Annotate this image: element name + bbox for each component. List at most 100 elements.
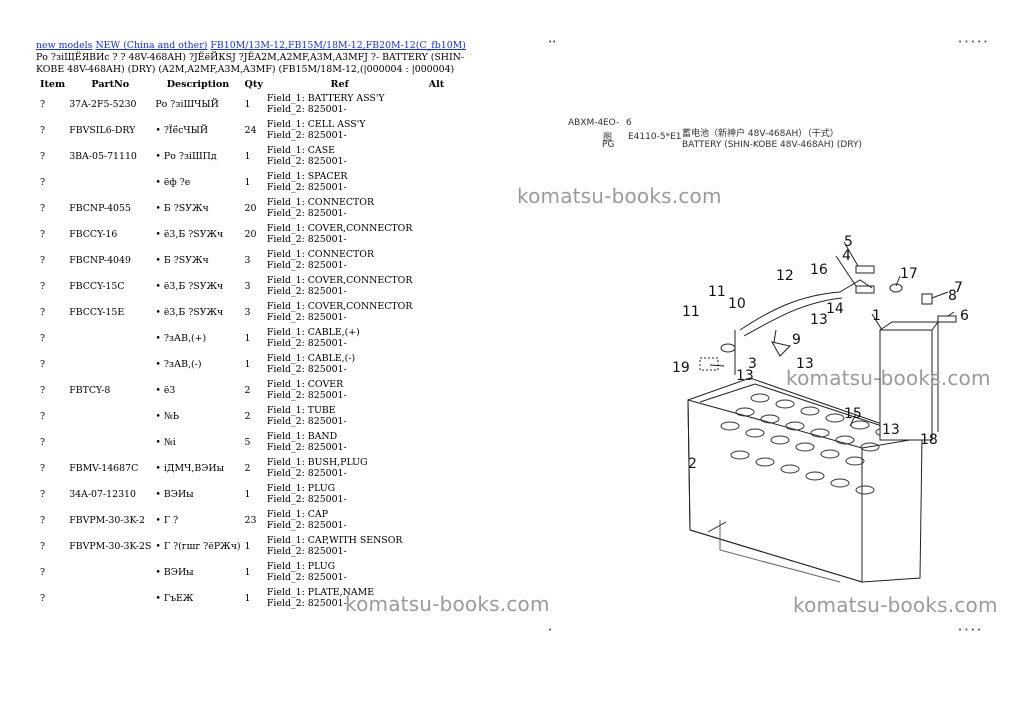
row-field-2: Field_2: 825001- — [266, 442, 347, 453]
row-qty: 1 — [244, 150, 251, 162]
row-field-1: Field_1: CAP,WITH SENSOR — [266, 535, 403, 546]
diagram-panel: •• • • • • • • • • • • ABXM-4 EO- 6 图 E4… — [540, 30, 1010, 640]
row-qty: 1 — [244, 176, 251, 188]
part-plug-bush — [720, 343, 736, 353]
part-plug — [937, 315, 957, 323]
row-partno — [67, 429, 153, 455]
row-partno: FBCCY-15C — [69, 280, 125, 292]
col-partno: PartNo — [91, 79, 130, 90]
single-cell — [879, 329, 933, 441]
diagram-title-en: BATTERY (SHIN-KOBE 48V-468AH) (DRY) — [682, 140, 862, 150]
callout-number: 12 — [776, 268, 794, 284]
row-field-2: Field_2: 825001- — [266, 286, 347, 297]
row-field-2: Field_2: 825001- — [266, 598, 347, 609]
breadcrumb: new models NEW (China and other) FB10M/1… — [36, 40, 506, 52]
row-item: ? — [40, 514, 46, 526]
row-field-2: Field_2: 825001- — [266, 182, 347, 193]
row-item: ? — [40, 254, 46, 266]
row-qty: 5 — [244, 436, 251, 448]
row-alt — [414, 325, 458, 351]
row-partno: FBVSIL6-DRY — [69, 124, 136, 136]
case-front-edge — [687, 399, 863, 583]
watermark: komatsu-books.com — [345, 592, 550, 616]
col-alt: Alt — [428, 79, 445, 90]
row-description: • Г ?(гшг ?ёРЖч) — [155, 540, 241, 552]
row-description: • ?Їё́сЧЫЙ — [155, 124, 209, 136]
row-partno: FBVPM-30-3K-2 — [69, 514, 145, 526]
row-alt — [414, 455, 458, 481]
col-qty: Qty — [244, 79, 263, 90]
callout-number: 5 — [844, 234, 853, 250]
row-qty: 24 — [244, 124, 257, 136]
row-alt — [414, 117, 458, 143]
row-partno: FBTCY-8 — [69, 384, 111, 396]
row-description: • ё3,Б ?SУЖч — [155, 306, 224, 318]
row-description: • Ро ?зіШПд — [155, 150, 217, 162]
row-alt — [414, 247, 458, 273]
cable-negative — [743, 297, 843, 337]
part-bush — [921, 293, 933, 305]
row-field-1: Field_1: TUBE — [266, 405, 336, 416]
row-qty: 2 — [244, 462, 251, 474]
row-item: ? — [40, 280, 46, 292]
row-qty: 2 — [244, 384, 251, 396]
row-description: • №Ь — [155, 410, 180, 422]
row-partno: FBCCY-16 — [69, 228, 118, 240]
part-connector-cover — [855, 285, 875, 294]
row-ref: Field_1: CABLE,(-)Field_2: 825001- — [265, 351, 414, 377]
row-field-2: Field_2: 825001- — [266, 234, 347, 245]
row-field-1: Field_1: COVER — [266, 379, 344, 390]
row-alt — [414, 377, 458, 403]
callout-number: 11 — [708, 284, 726, 300]
figure-number: E4110-5*E1 — [628, 132, 682, 142]
row-description: • ?зАВ,(-) — [155, 358, 202, 370]
row-field-2: Field_2: 825001- — [266, 312, 347, 323]
row-item: ? — [40, 436, 46, 448]
row-field-1: Field_1: PLATE,NAME — [266, 587, 375, 598]
callout-number: 15 — [844, 406, 862, 422]
row-item: ? — [40, 592, 46, 604]
row-alt — [414, 403, 458, 429]
row-qty: 1 — [244, 98, 251, 110]
row-qty: 3 — [244, 306, 251, 318]
breadcrumb-link-model[interactable]: FB10M/13M-12,FB15M/18M-12,FB20M-12(C_fb1… — [210, 40, 466, 51]
breadcrumb-link-region[interactable]: NEW (China and other) — [95, 40, 208, 51]
callout-number: 8 — [948, 288, 957, 304]
breadcrumb-link-new-models[interactable]: new models — [36, 40, 93, 51]
callout-number: 10 — [728, 296, 746, 312]
row-field-1: Field_1: COVER,CONNECTOR — [266, 275, 413, 286]
row-item: ? — [40, 150, 46, 162]
row-description: • ё3,Б ?SУЖч — [155, 228, 224, 240]
row-qty: 20 — [244, 228, 257, 240]
row-partno: FBVPM-30-3K-2S — [69, 540, 152, 552]
row-qty: 23 — [244, 514, 257, 526]
part-name-plate — [699, 357, 719, 371]
row-field-2: Field_2: 825001- — [266, 468, 347, 479]
watermark: komatsu-books.com — [786, 366, 991, 390]
page-label: PG — [602, 140, 615, 150]
watermark: komatsu-books.com — [793, 593, 998, 617]
row-field-2: Field_2: 825001- — [266, 520, 347, 531]
diagram-code: ABXM-4 — [568, 118, 604, 128]
row-field-1: Field_1: BUSH,PLUG — [266, 457, 368, 468]
row-qty: 1 — [244, 488, 251, 500]
table-header-row: Item PartNo Description Qty Ref Alt — [36, 78, 458, 91]
callout-number: 7 — [954, 280, 963, 296]
row-qty: 1 — [244, 592, 251, 604]
